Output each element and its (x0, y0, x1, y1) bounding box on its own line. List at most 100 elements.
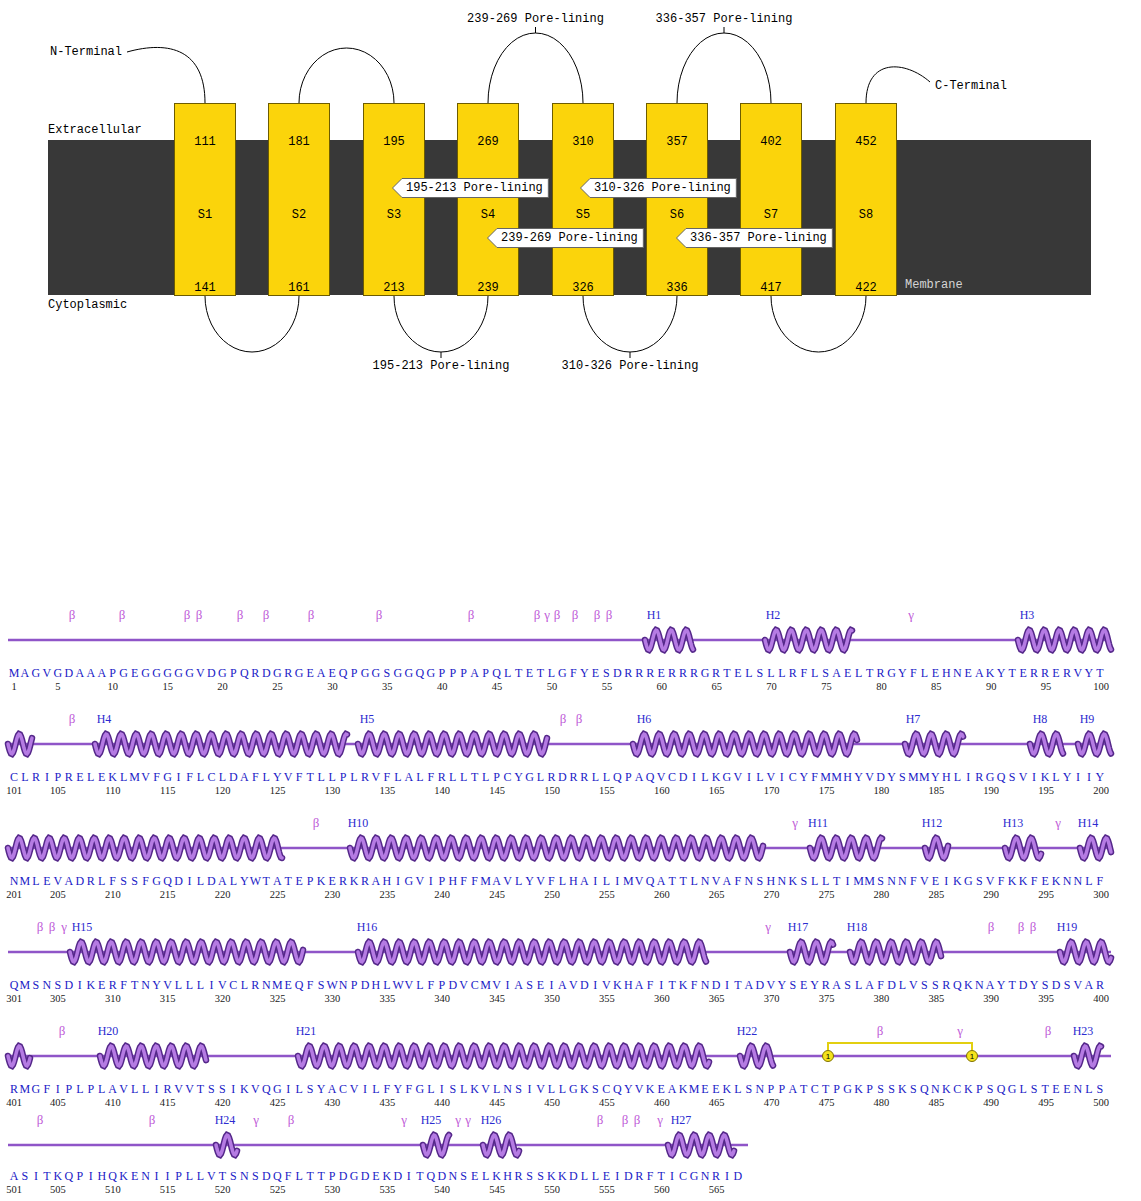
residue-letter: A (63, 873, 74, 889)
residue-letter: K (787, 873, 798, 889)
residue-letter: D (63, 665, 74, 681)
helix-box: 181S2161 (268, 103, 330, 296)
residue-letter: I (52, 1081, 63, 1097)
residue-letter: A (634, 977, 645, 993)
residue-letter: E (1051, 1081, 1062, 1097)
residue-letter: I (689, 769, 700, 785)
residue-number: 155 (599, 785, 615, 797)
terminus-leader (866, 67, 930, 103)
helix-ribbon (810, 838, 882, 858)
residue-letter: K (579, 1081, 590, 1097)
residue-letter: W (250, 873, 261, 889)
residue-letter: E (656, 1081, 667, 1097)
residue-letter: F (469, 873, 480, 889)
residue-letter: L (74, 1081, 85, 1097)
residue-letter: R (436, 769, 447, 785)
residue-letter: L (140, 1081, 151, 1097)
residue-number: 50 (547, 681, 558, 693)
helix-ribbon-outline (668, 1135, 734, 1155)
residue-letter: P (458, 665, 469, 681)
residue-letter: L (349, 769, 360, 785)
callout-shape (392, 178, 549, 198)
residue-letter: L (513, 873, 524, 889)
loop-connector (583, 296, 677, 352)
helix-ribbon (1060, 942, 1111, 962)
residue-letter: K (381, 1168, 392, 1184)
residue-letter: L (458, 1081, 469, 1097)
residue-letter: T (261, 873, 272, 889)
helix-ribbon-outline (483, 1135, 519, 1155)
residue-letter: T (1007, 665, 1018, 681)
residue-letter: T (305, 769, 316, 785)
residue-letter: G (568, 1081, 579, 1097)
residue-letter: L (809, 665, 820, 681)
residue-letter: G (349, 1168, 360, 1184)
residue-letter: D (392, 1168, 403, 1184)
callout-outline (581, 179, 737, 198)
residue-letter: A (743, 977, 754, 993)
helix-ribbon-outline (95, 734, 347, 754)
structure-symbol: β (119, 608, 126, 622)
residue-letter: F (250, 769, 261, 785)
backbone-line (8, 639, 1111, 642)
residue-letter: A (85, 665, 96, 681)
residue-number: 370 (764, 993, 780, 1005)
residue-letter: G (151, 873, 162, 889)
residue-letter: A (831, 977, 842, 993)
residue-letter: R (513, 1168, 524, 1184)
residue-letter: R (645, 665, 656, 681)
residue-letter: V (908, 977, 919, 993)
residue-letter: V (491, 977, 502, 993)
helix-ribbon-outline (423, 1135, 449, 1155)
residue-number: 505 (50, 1184, 66, 1196)
residue-letter: D (568, 1168, 579, 1184)
residue-letter: L (195, 977, 206, 993)
helix-ribbon-outline (810, 838, 882, 858)
residue-letter: L (173, 977, 184, 993)
residue-letter: L (129, 1081, 140, 1097)
structure-symbol: β (534, 608, 541, 622)
disulfide-marker (967, 1051, 978, 1062)
residue-letter: F (425, 977, 436, 993)
residue-number: 25 (272, 681, 283, 693)
residue-letter: P (173, 1168, 184, 1184)
residue-letter: T (667, 873, 678, 889)
residue-number: 430 (325, 1097, 341, 1109)
residue-number: 101 (6, 785, 22, 797)
structure-symbol: β (572, 608, 579, 622)
residue-letter: A (217, 873, 228, 889)
residue-letter: E (74, 769, 85, 785)
residue-letter: F (107, 873, 118, 889)
residue-number: 320 (215, 993, 231, 1005)
residue-letter: L (294, 1081, 305, 1097)
helix-label: H2 (766, 608, 781, 622)
residue-letter: P (436, 665, 447, 681)
residue-letter: L (480, 1168, 491, 1184)
residue-number: 485 (928, 1097, 944, 1109)
residue-letter: S (1040, 977, 1051, 993)
residue-number: 110 (105, 785, 120, 797)
residue-letter: E (41, 873, 52, 889)
helix-name: S5 (576, 208, 590, 222)
residue-letter: V (195, 665, 206, 681)
residue-letter: L (1051, 769, 1062, 785)
residue-number: 200 (1093, 785, 1109, 797)
residue-letter: N (1072, 1081, 1083, 1097)
residue-letter: R (579, 769, 590, 785)
structure-symbol: β (1045, 1024, 1052, 1038)
residue-letter: G (217, 665, 228, 681)
residue-letter: I (392, 873, 403, 889)
residue-letter: S (798, 873, 809, 889)
residue-letter: W (392, 977, 403, 993)
residue-letter: C (338, 1081, 349, 1097)
residue-letter: E (590, 665, 601, 681)
loop-label: 336-357 Pore-lining (654, 11, 795, 27)
residue-number: 140 (434, 785, 450, 797)
residue-letter: Y (1029, 977, 1040, 993)
residue-letter: F (809, 769, 820, 785)
residue-letter: R (875, 665, 886, 681)
residue-letter: T (195, 1081, 206, 1097)
helix-label: H9 (1080, 712, 1095, 726)
residue-letter: E (535, 977, 546, 993)
helix-ribbon-outline (8, 734, 32, 754)
